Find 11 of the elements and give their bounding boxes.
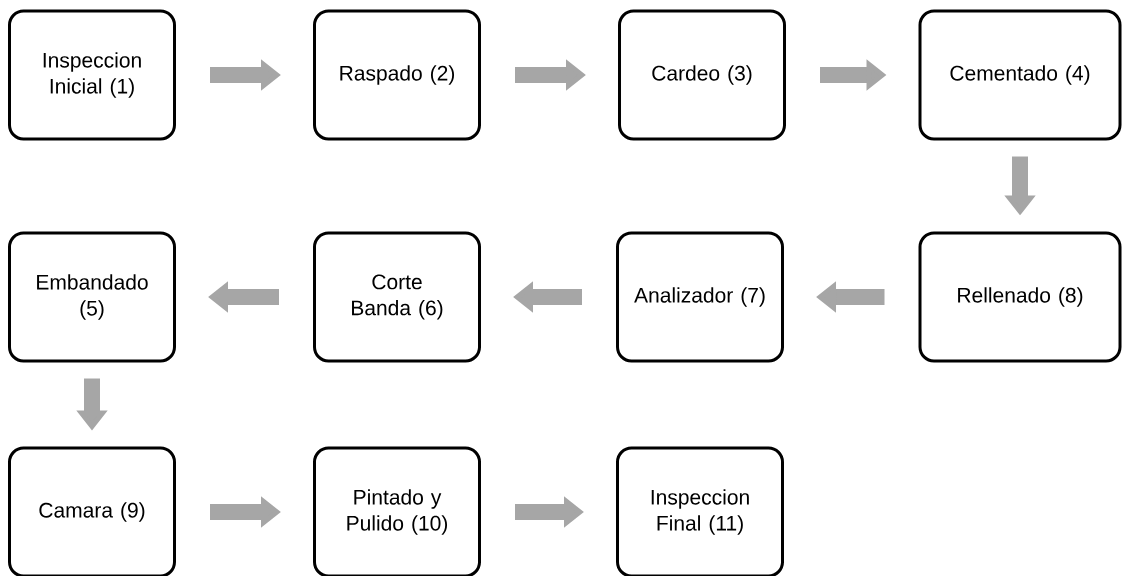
process-box: Inspeccion Inicial (1) (8, 9, 176, 141)
process-box: Raspado (2) (313, 9, 481, 141)
process-box: Camara (9) (8, 446, 176, 576)
process-box: Pintado y Pulido (10) (313, 446, 481, 576)
process-box: Embandado (5) (8, 231, 176, 363)
process-box: Corte Banda (6) (313, 231, 481, 363)
process-box: Cementado (4) (918, 9, 1122, 141)
process-box: Rellenado (8) (918, 231, 1122, 363)
process-box: Analizador (7) (616, 231, 784, 363)
process-box: Cardeo (3) (618, 9, 786, 141)
process-box: Inspeccion Final (11) (616, 446, 784, 576)
